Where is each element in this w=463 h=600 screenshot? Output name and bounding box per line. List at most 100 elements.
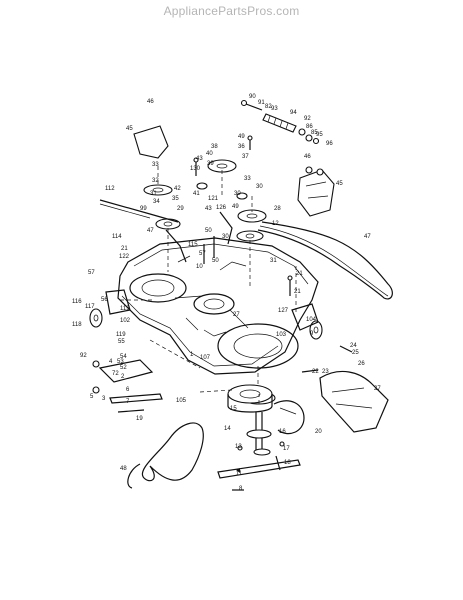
callout-9: 9 [310,331,314,337]
drive-belt-47 [257,221,393,300]
callout-25: 25 [352,350,359,356]
gauge-wheels [89,289,323,340]
callout-30: 30 [234,191,241,197]
callout-99: 99 [140,206,147,212]
callout-17: 17 [283,446,290,452]
callout-26: 26 [358,361,365,367]
callout-82: 82 [265,104,272,110]
callout-119: 119 [116,332,126,338]
callout-91: 91 [258,100,265,106]
callout-92: 92 [304,116,311,122]
callout-57: 57 [199,251,206,257]
callout-35: 35 [172,196,179,202]
callout-56: 56 [101,297,108,303]
callout-30: 30 [256,184,263,190]
callout-52: 52 [120,365,127,371]
callout-93: 93 [271,106,278,112]
callout-72: 72 [112,371,119,377]
callout-32: 32 [152,178,159,184]
callout-27: 27 [374,386,381,392]
callout-105: 105 [176,398,187,404]
callout-12: 12 [272,221,279,227]
callout-117: 117 [85,304,95,310]
callout-7: 7 [126,399,130,405]
callout-116: 116 [72,299,82,305]
callout-24: 24 [350,343,357,349]
callout-92: 92 [80,353,87,359]
callout-45: 45 [126,126,133,132]
callout-49: 49 [232,204,239,210]
callout-21: 21 [294,289,301,295]
callout-5: 5 [90,394,94,400]
callout-15: 15 [230,406,237,412]
idler-arms [99,199,233,263]
blade-belt-48 [127,422,204,489]
callout-49: 49 [238,134,245,140]
callout-28: 28 [274,206,281,212]
anti-scalp-rod-assembly [240,99,320,145]
callout-33: 33 [244,176,251,182]
callout-37: 37 [242,154,249,160]
callout-39: 39 [207,161,214,167]
callout-107: 107 [200,355,211,361]
callout-42: 42 [174,186,181,192]
callout-13: 13 [235,444,242,450]
callout-6: 6 [126,387,130,393]
callout-47: 47 [147,228,154,234]
callout-18: 18 [284,460,291,466]
callout-50: 50 [205,228,212,234]
callout-4: 4 [109,359,113,365]
callout-94: 94 [290,110,297,116]
callout-29: 29 [177,206,184,212]
callout-22: 22 [312,369,319,375]
watermark-text: AppliancePartsPros.com [163,4,300,18]
callout-102: 102 [120,318,131,324]
callout-55: 55 [118,339,125,345]
callout-113: 113 [120,306,130,312]
callout-46: 46 [304,154,311,160]
callout-36: 36 [238,144,245,150]
callout-1: 1 [190,352,194,358]
callout-34: 34 [153,199,160,205]
callout-90: 90 [249,94,256,100]
discharge-chute [301,369,389,433]
callout-10: 10 [196,264,203,270]
callout-85: 85 [311,130,318,136]
callout-16: 16 [279,429,286,435]
callout-114: 114 [112,234,122,240]
callout-41: 41 [193,191,200,197]
callout-53: 53 [117,359,124,365]
callout-103: 103 [276,332,287,338]
callout-31: 31 [150,191,157,197]
callout-19: 19 [136,416,143,422]
callout-126: 126 [216,205,227,211]
callout-121: 121 [208,196,219,202]
callout-130: 130 [190,166,201,172]
callout-48: 48 [120,466,127,472]
callout-54: 54 [120,354,127,360]
callout-43: 43 [196,156,203,162]
callout-20: 20 [315,429,322,435]
callout-47: 47 [364,234,371,240]
callout-11: 11 [236,471,243,477]
callout-104: 104 [306,317,317,323]
callout-8: 8 [239,486,243,492]
mower-deck-housing [117,237,319,375]
callout-40: 40 [206,151,213,157]
callout-21: 21 [296,271,303,277]
callout-3: 3 [102,396,106,402]
callout-112: 112 [105,186,115,192]
left-blade-bracket [92,359,163,413]
callout-46: 46 [147,99,154,105]
callout-30: 30 [222,234,229,240]
deflector-20 [273,400,305,435]
callout-21: 21 [121,246,128,252]
blade-pulley [227,384,273,413]
callout-2: 2 [121,374,125,380]
assembly-leader-lines [120,166,297,404]
callout-27: 27 [233,312,240,318]
callout-50: 50 [212,258,219,264]
callout-96: 96 [326,141,333,147]
